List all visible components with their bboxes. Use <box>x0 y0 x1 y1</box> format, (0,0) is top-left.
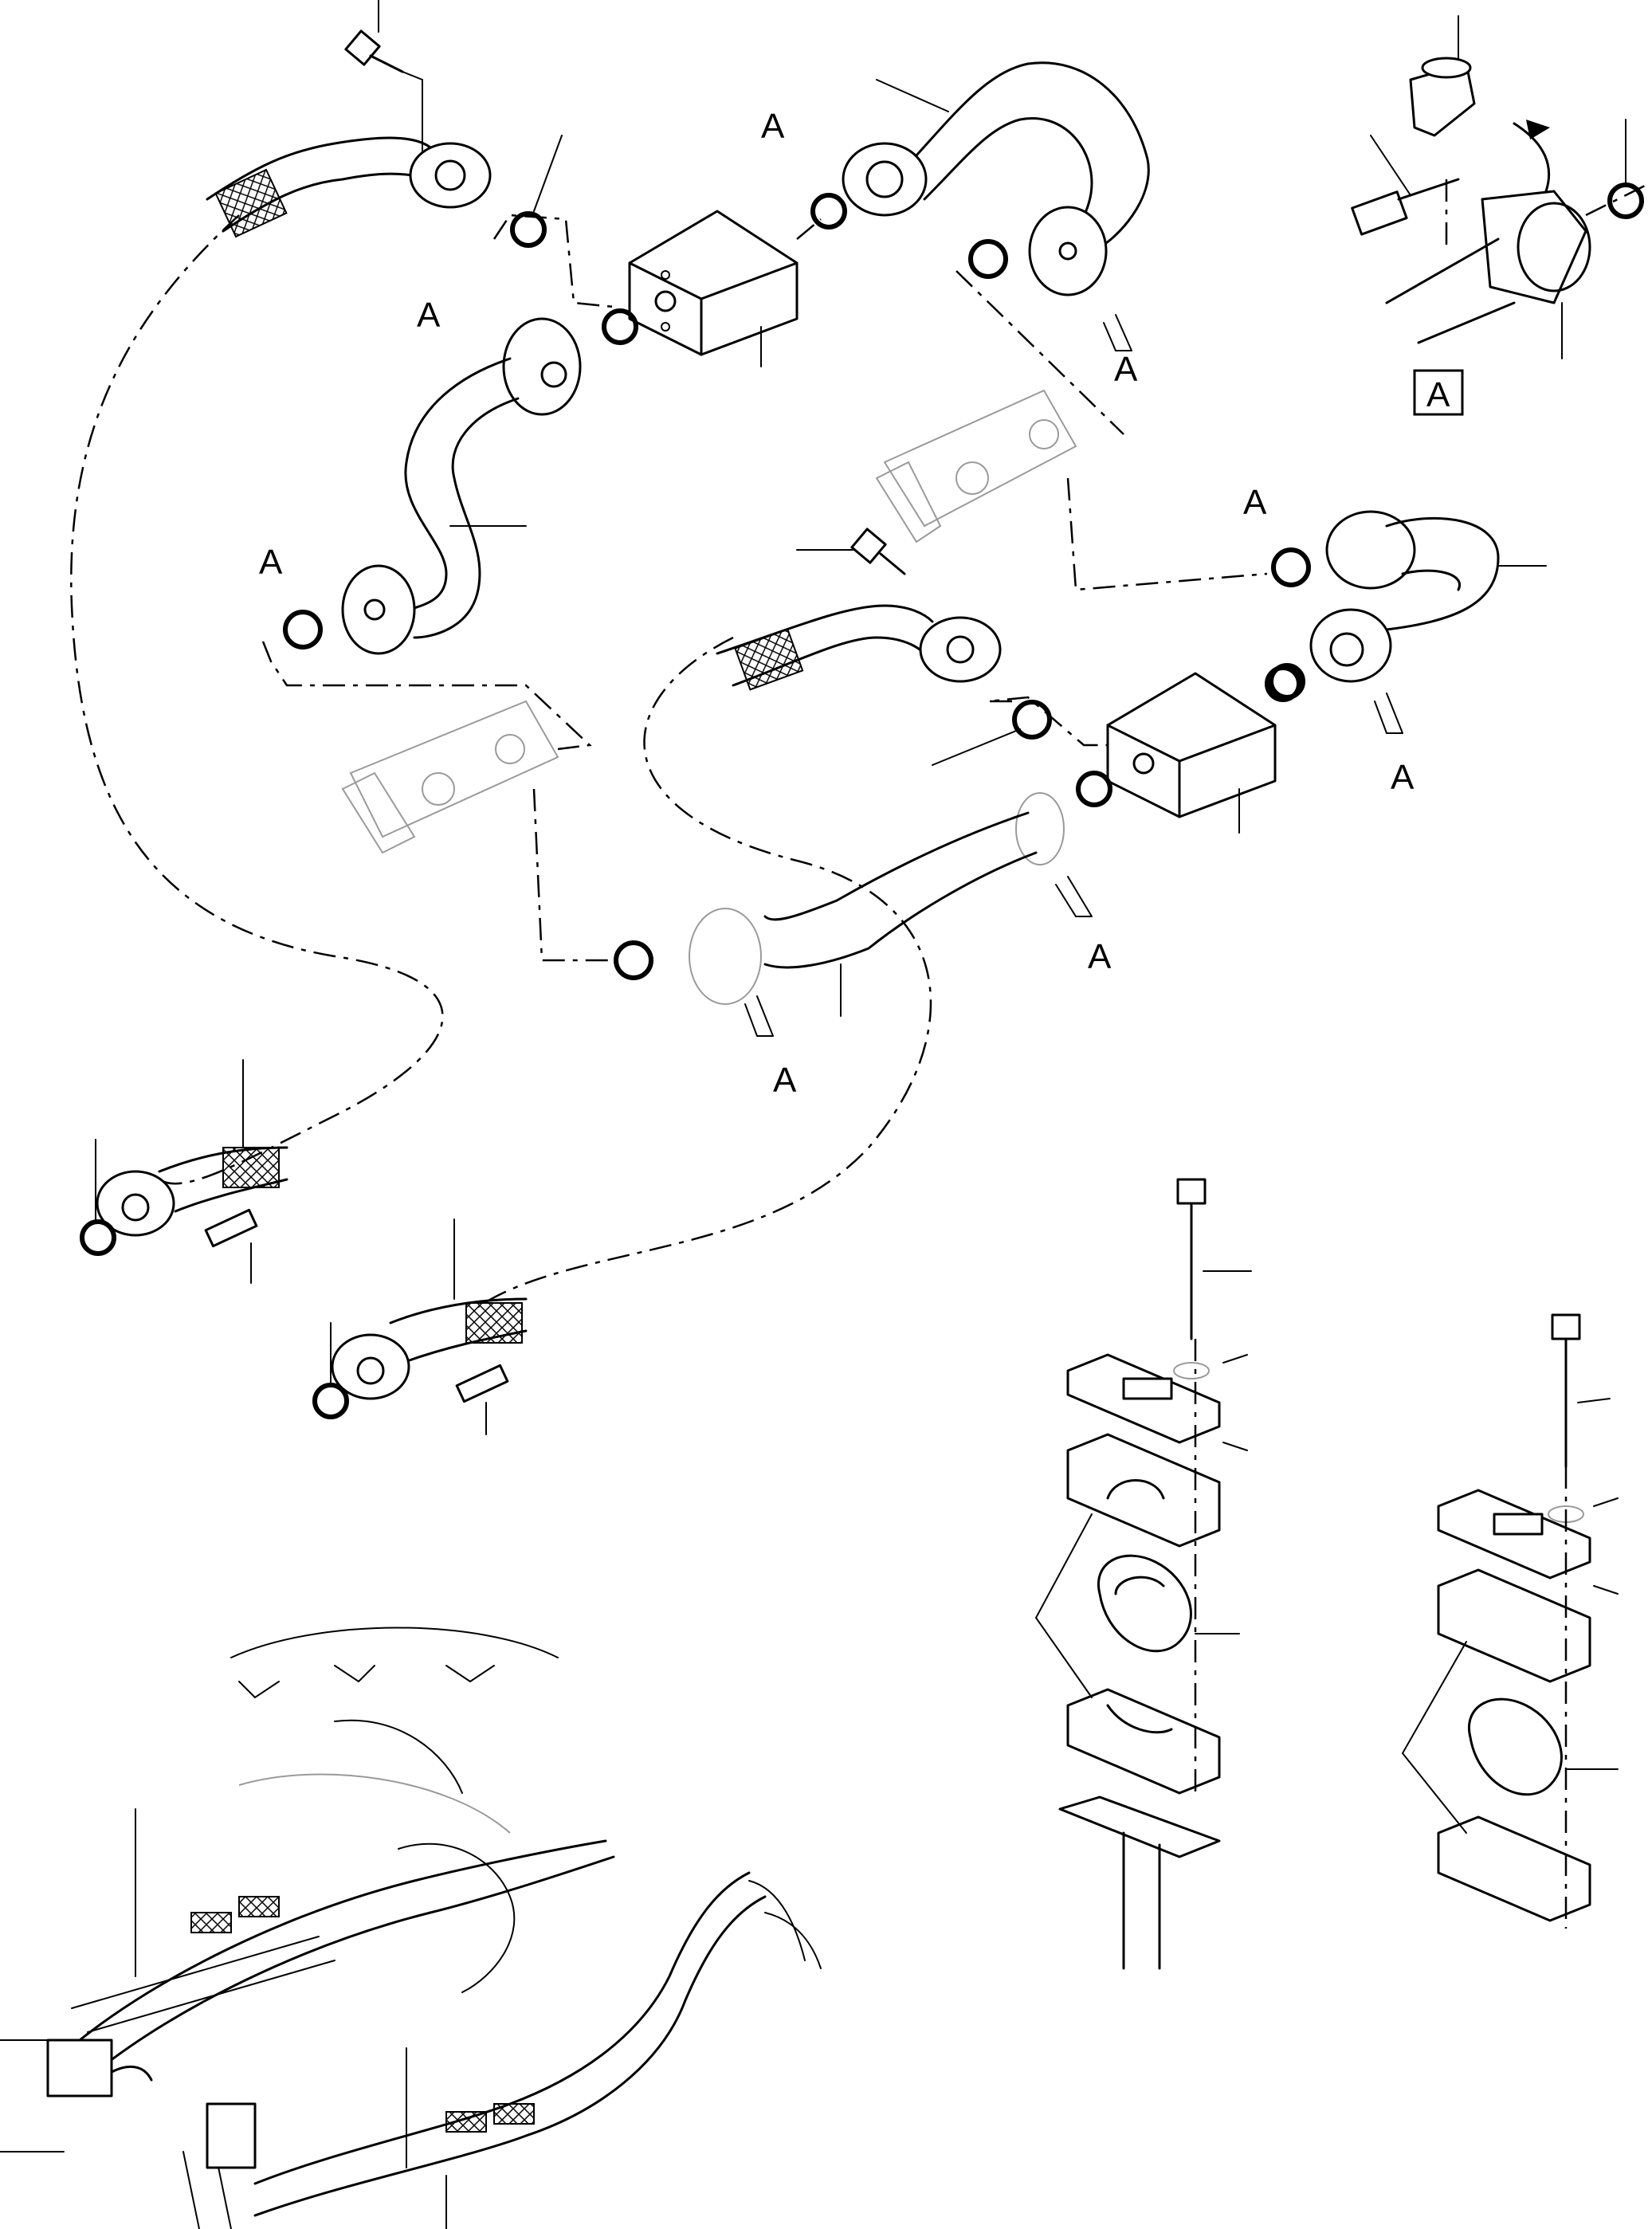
o-ring <box>1076 771 1112 807</box>
ghost-block-lower <box>341 700 614 962</box>
u-pipe-right: A A <box>1243 483 1547 797</box>
o-ring <box>80 1219 116 1256</box>
hose-route-left <box>70 214 444 1185</box>
detail-a-inset: A <box>1351 15 1650 416</box>
pipe-clamp-assembly-1 <box>1034 1178 1252 1970</box>
o-ring <box>1012 700 1052 740</box>
o-ring <box>283 610 323 649</box>
detail-label-a: A <box>1114 350 1138 389</box>
detail-label-a: A <box>259 543 283 582</box>
bent-pipe-lower: A A <box>614 792 1112 1100</box>
center-hose-assembly <box>716 528 1124 766</box>
detail-label-a: A <box>1243 483 1267 522</box>
top-left-hose-assembly <box>206 136 492 238</box>
pipe-clamp-assembly-2 <box>1401 1313 1619 1929</box>
o-ring <box>1271 547 1311 587</box>
top-bolt <box>344 0 423 152</box>
hose-route-center <box>477 636 932 1309</box>
o-ring <box>510 211 547 248</box>
o-ring <box>1265 665 1301 702</box>
elbow-pipe-top-right <box>842 61 1150 296</box>
manifold-block-center <box>1076 665 1301 834</box>
detail-box-label: A <box>1426 375 1450 414</box>
detail-label-a: A <box>1391 758 1415 797</box>
o-ring <box>1607 182 1644 219</box>
hose-end-lower <box>312 1218 528 1435</box>
hose-end-left <box>80 1059 288 1284</box>
detail-label-a: A <box>1088 937 1112 976</box>
s-pipe-left: A <box>259 317 592 751</box>
o-ring <box>602 308 638 345</box>
installed-location-view <box>0 1627 822 2229</box>
ghost-block-upper <box>875 389 1268 591</box>
o-ring <box>968 239 1008 279</box>
o-ring <box>810 193 847 230</box>
o-ring <box>614 940 653 980</box>
detail-label-a: A <box>773 1061 797 1100</box>
o-ring <box>312 1383 349 1419</box>
manifold-block-top <box>628 210 799 367</box>
detail-label-a: A <box>417 296 441 335</box>
detail-label-a: A <box>761 107 785 146</box>
